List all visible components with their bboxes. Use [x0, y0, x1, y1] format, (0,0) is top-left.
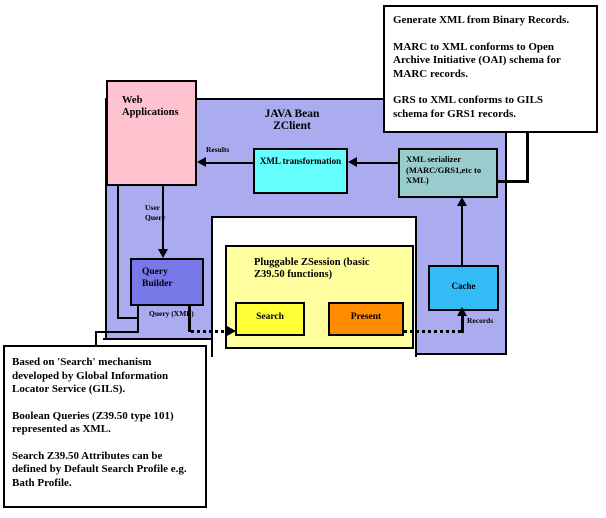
cache-to-serializer-line — [461, 206, 463, 265]
records-label: Records — [467, 316, 494, 325]
query-xml-arrowhead-icon — [227, 326, 236, 336]
query-xml-dotted-line — [191, 330, 228, 333]
note-serializer-connector-h — [498, 180, 529, 183]
xml-serializer-box: XML serializer (MARC/GRS1,etc to XML) — [398, 148, 498, 198]
note-paragraph: Search Z39.50 Attributes can be defined … — [12, 449, 187, 489]
note-paragraph: Generate XML from Binary Records. — [393, 14, 570, 26]
note-connector-v2 — [95, 331, 97, 346]
webapp-note-connector-v1 — [117, 186, 119, 319]
records-dotted-line — [404, 330, 462, 333]
search-box: Search — [235, 302, 305, 336]
records-up-line — [461, 315, 464, 333]
serializer-to-transform-arrowhead-icon — [348, 157, 357, 167]
results-arrowhead-icon — [197, 157, 206, 167]
cache-to-serializer-arrowhead-icon — [457, 197, 467, 206]
xml-generation-note: Generate XML from Binary Records. MARC t… — [383, 5, 598, 133]
note-connector-h2 — [95, 331, 139, 333]
querybuilder-down-line — [137, 306, 139, 333]
user-query-line — [162, 186, 164, 250]
present-box: Present — [328, 302, 404, 336]
web-applications-box: Web Applications — [106, 80, 197, 186]
cache-label: Cache — [451, 281, 476, 291]
query-builder-box: Query Builder — [130, 258, 204, 306]
query-xml-drop-line — [188, 306, 191, 332]
note-serializer-connector-v — [526, 132, 529, 183]
xml-transformation-label: XML transformation — [259, 156, 342, 166]
pluggable-zsession-label: Pluggable ZSession (basic Z39.50 functio… — [254, 257, 370, 280]
note-paragraph: MARC to XML conforms to Open Archive Ini… — [393, 40, 561, 80]
xml-transformation-box: XML transformation — [253, 148, 348, 194]
xml-serializer-label: XML serializer (MARC/GRS1,etc to XML) — [406, 154, 482, 185]
serializer-to-transform-line — [356, 162, 398, 164]
results-arrow-line — [205, 162, 253, 164]
web-applications-label: Web Applications — [122, 95, 179, 118]
query-builder-label: Query Builder — [142, 267, 173, 289]
search-label: Search — [256, 312, 284, 322]
query-xml-label: Query (XML) — [149, 309, 194, 318]
diagram-title: JAVA Bean ZClient — [264, 108, 320, 132]
records-arrowhead-icon — [457, 307, 467, 316]
present-label: Present — [350, 312, 382, 322]
results-label: Results — [206, 145, 230, 154]
cache-box: Cache — [428, 265, 499, 311]
note-paragraph: Boolean Queries (Z39.50 type 101) repres… — [12, 409, 174, 436]
note-paragraph: Based on 'Search' mechanism developed by… — [12, 356, 169, 395]
note-paragraph: GRS to XML conforms to GILS schema for G… — [393, 94, 544, 120]
user-query-arrowhead-icon — [158, 249, 168, 258]
user-query-label: User Query — [145, 203, 166, 222]
webapp-note-connector-h1 — [117, 317, 139, 319]
search-mechanism-note: Based on 'Search' mechanism developed by… — [3, 345, 207, 508]
